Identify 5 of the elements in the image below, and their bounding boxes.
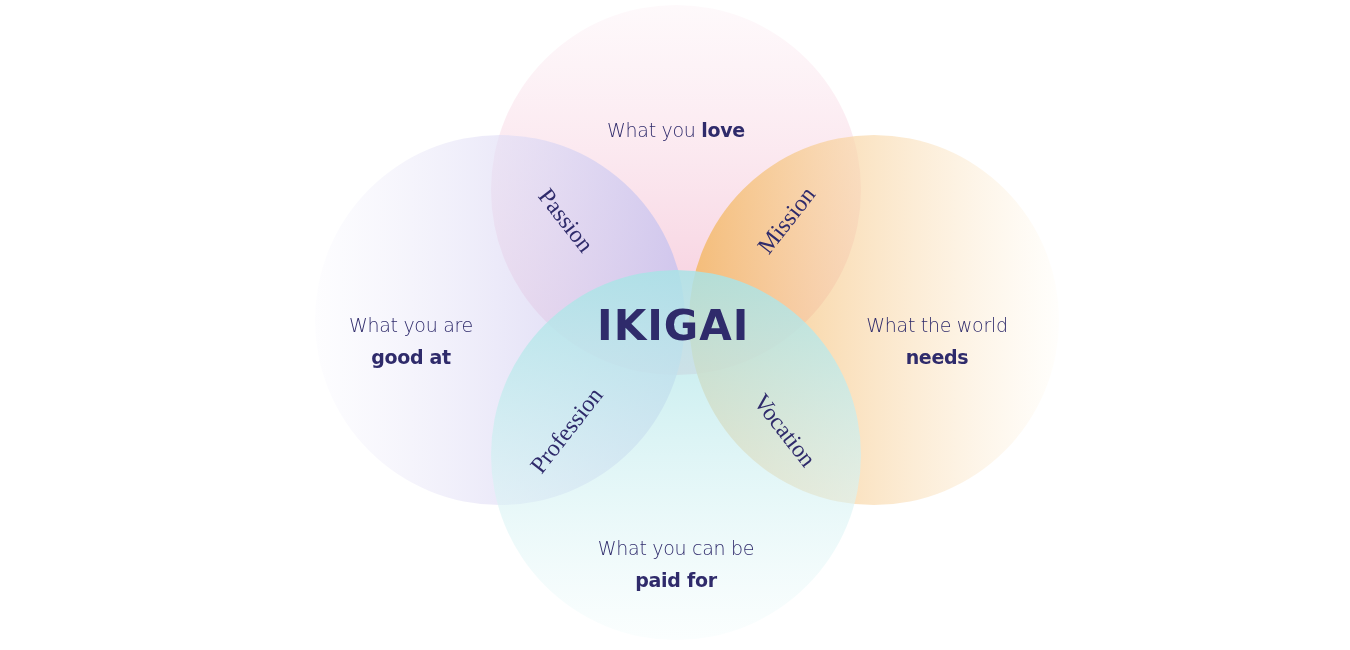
circle-label: What you can be paid for [596,536,756,593]
circle-label: What the world needs [865,313,1009,370]
circle-label: What you are good at [347,313,474,370]
circle-label: What you love [606,118,746,143]
center-title: IKIGAI [597,300,750,350]
